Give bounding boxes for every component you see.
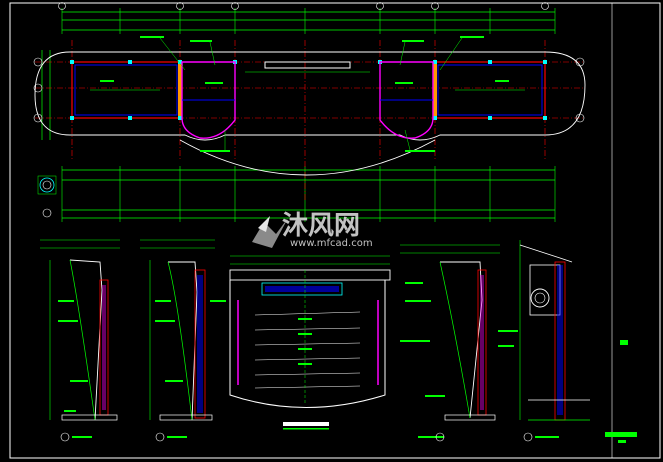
front-elevation [229, 255, 391, 430]
section-4 [498, 240, 590, 442]
axis-bubbles [33, 2, 585, 123]
left-pavilion [181, 61, 236, 139]
floor-plan [33, 2, 586, 222]
canopy-arc [179, 139, 436, 176]
canopy-beam [264, 61, 351, 69]
watermark-chinese: 沐风网 [282, 211, 360, 241]
annotation-marks [100, 36, 509, 152]
detail-symbol [37, 175, 57, 218]
outer-envelope [34, 51, 586, 141]
title-block-mark [620, 340, 628, 345]
sheet-frame [9, 2, 661, 459]
watermark: 沐风网 www.mfcad.com [252, 211, 373, 249]
section-2 [140, 239, 226, 442]
section-3 [400, 244, 500, 442]
title-block-bar [605, 432, 637, 437]
gate-bars [254, 311, 361, 389]
watermark-url: www.mfcad.com [290, 238, 373, 249]
top-dimension-lines [41, 11, 555, 219]
watermark-logo-icon [252, 216, 288, 248]
right-pavilion [379, 61, 434, 139]
drain-symbol [530, 288, 550, 308]
section-1 [40, 239, 120, 442]
axis-lines [35, 40, 585, 200]
